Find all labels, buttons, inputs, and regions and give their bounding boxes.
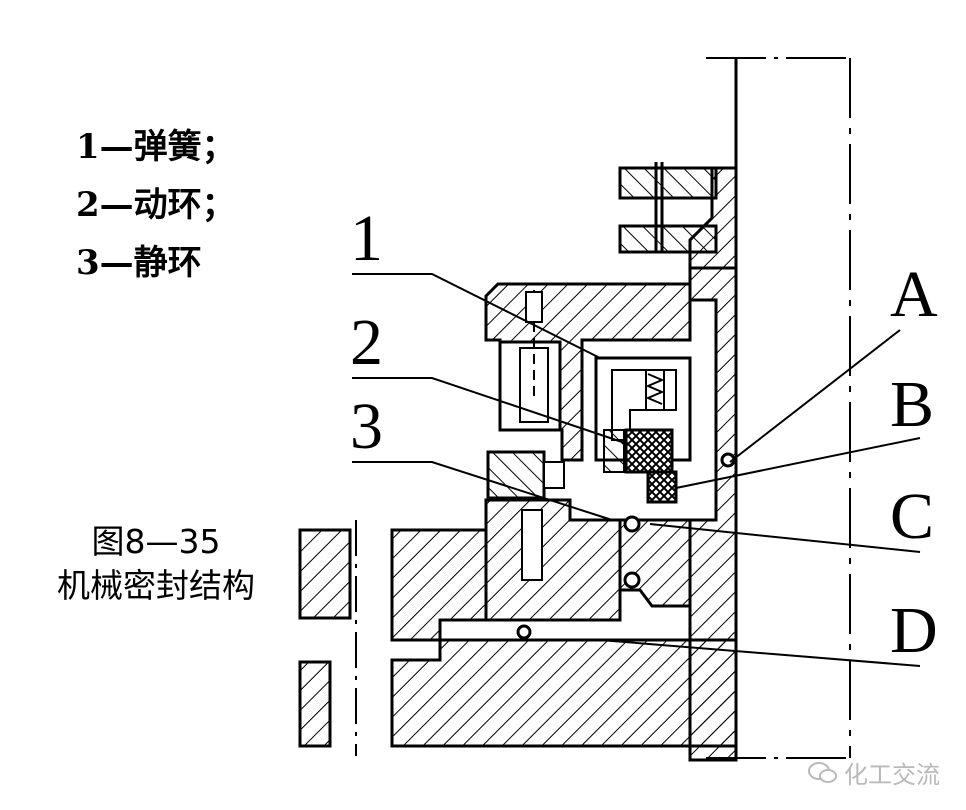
legend-item-spring: 1—弹簧； <box>76 127 236 167</box>
housing-flange <box>298 520 738 756</box>
wechat-icon <box>808 761 837 783</box>
callout-B: B <box>890 368 935 441</box>
caption-title: 机械密封结构 <box>57 566 255 605</box>
seal-gland <box>484 282 692 462</box>
gland-bolt <box>486 450 565 500</box>
stationary-ring <box>484 452 736 622</box>
callout-1: 1 <box>350 202 383 275</box>
watermark: 化工交流 <box>808 755 940 790</box>
legend-item-rotating-ring: 2—动环； <box>76 185 236 225</box>
rotating-ring <box>603 428 678 504</box>
watermark-text: 化工交流 <box>844 761 940 789</box>
callout-2: 2 <box>350 306 383 379</box>
callout-3: 3 <box>350 390 383 463</box>
legend-item-stationary-ring: 3—静环 <box>76 243 202 283</box>
figure-caption: 图8—35 机械密封结构 <box>40 520 272 608</box>
spring <box>645 369 665 411</box>
leader-lines <box>352 273 921 667</box>
callout-A: A <box>890 258 938 331</box>
legend: 1—弹簧； 2—动环； 3—静环 <box>76 118 236 292</box>
callout-D: D <box>890 594 938 667</box>
callout-C: C <box>890 480 935 553</box>
clamp-ring <box>618 162 718 254</box>
caption-number: 图8—35 <box>91 522 221 561</box>
